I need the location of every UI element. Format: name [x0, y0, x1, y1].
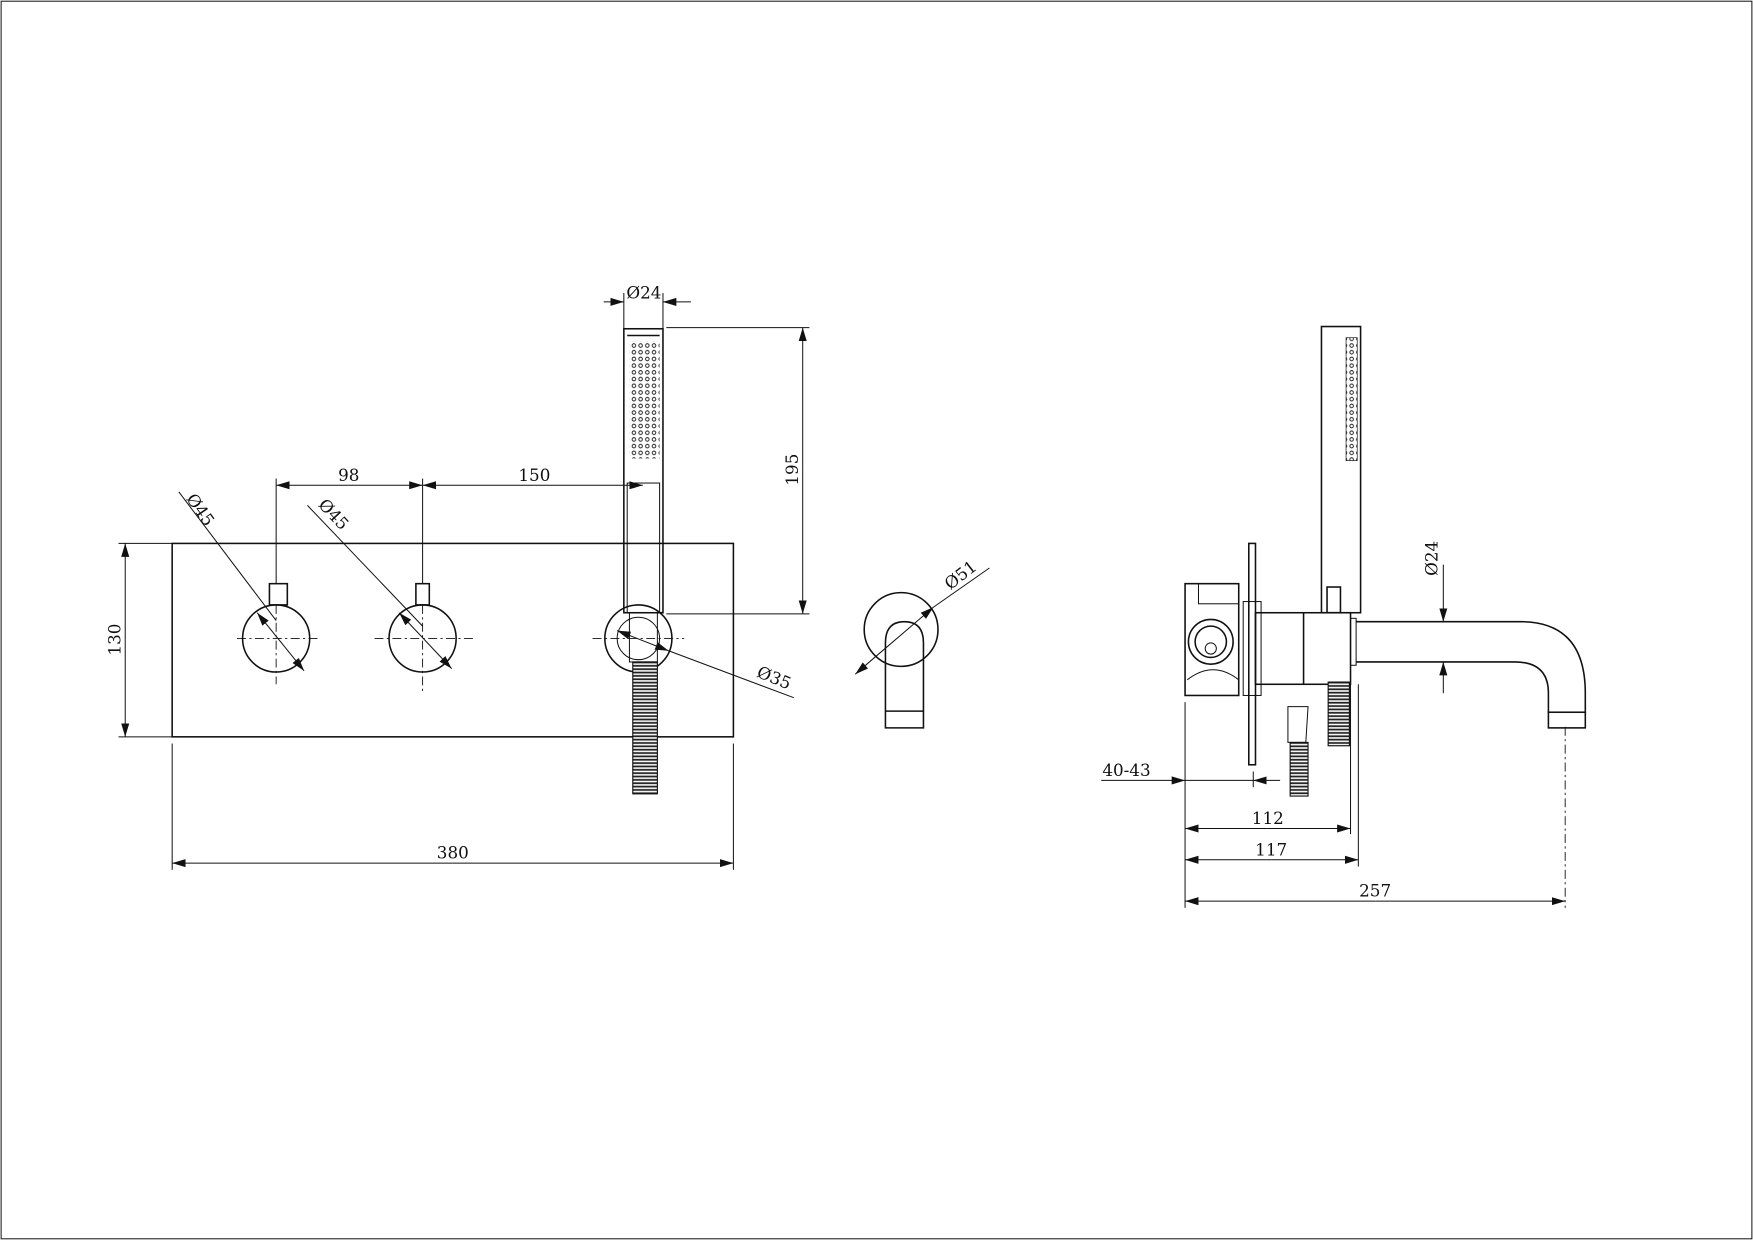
front-view: Ø24 195 98 150 Ø45 Ø45 — [105, 283, 810, 870]
knob-2 — [374, 582, 476, 691]
side-handshower — [1320, 325, 1362, 614]
dim-plate-width: 380 — [171, 743, 734, 870]
dim-plate-height: 130 — [105, 542, 173, 738]
dim-label: 130 — [105, 624, 125, 656]
hose — [632, 661, 658, 795]
side-view: Ø24 40-43 112 117 257 — [1101, 325, 1587, 908]
dim-label: 380 — [437, 843, 469, 863]
handshower — [623, 327, 664, 663]
dim-wall-depth: 40-43 — [1101, 760, 1281, 788]
dim-label: Ø45 — [182, 490, 218, 530]
dim-label: 112 — [1252, 808, 1284, 828]
spout — [1356, 620, 1587, 714]
dim-label: Ø24 — [1422, 541, 1442, 576]
mounting-plate — [171, 542, 735, 738]
hose-thread-2 — [1327, 681, 1350, 747]
wall-flange — [1248, 542, 1257, 766]
dim-knob-diameters: Ø45 Ø45 — [178, 490, 453, 672]
dim-label: Ø35 — [754, 662, 794, 694]
dim-label: Ø45 — [315, 494, 354, 533]
dim-spacing: 98 150 — [275, 465, 643, 584]
dim-label: 40-43 — [1102, 760, 1150, 780]
valve-body-box — [1184, 582, 1240, 697]
dim-label: 117 — [1255, 839, 1287, 859]
dim-label: 257 — [1359, 881, 1391, 901]
dim-depths: 112 117 257 — [1184, 684, 1566, 908]
dim-label: 98 — [338, 465, 359, 485]
dim-label: Ø24 — [626, 283, 661, 303]
dim-spout-diameter: Ø24 — [1422, 541, 1448, 694]
dim-handshower-diameter: Ø24 — [603, 283, 691, 329]
dim-label: 195 — [782, 454, 802, 486]
hose-thread-1 — [1289, 741, 1309, 797]
dim-label: 150 — [518, 465, 550, 485]
dim-handshower-height: 195 — [666, 327, 810, 615]
spout-front-view: Ø51 — [854, 556, 990, 729]
knob-1 — [237, 582, 319, 685]
